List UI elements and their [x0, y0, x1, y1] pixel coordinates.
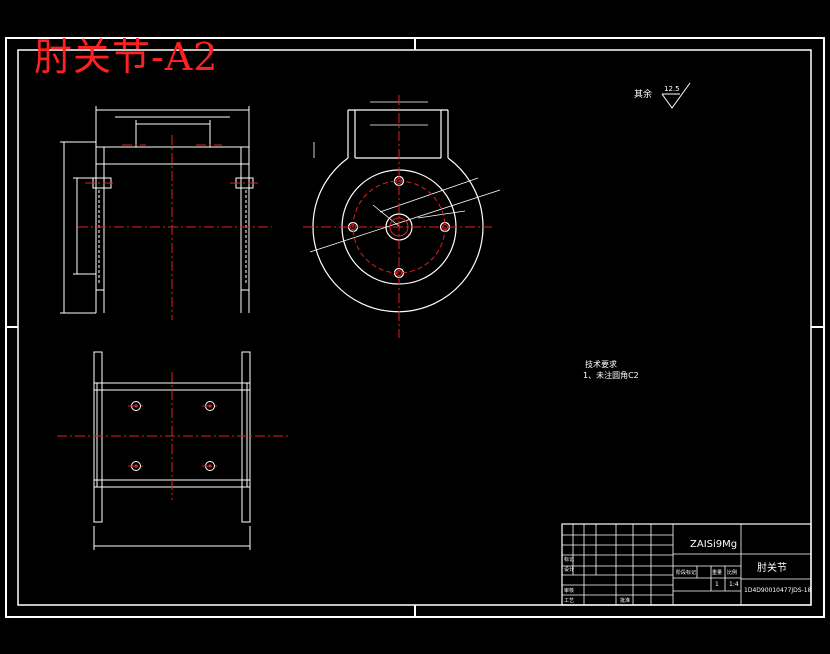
row-label-2: 设计	[564, 567, 575, 573]
roughness-symbol	[661, 82, 691, 109]
title-block-grid	[561, 523, 812, 606]
stage-header-3: 比例	[727, 570, 738, 576]
front-view	[60, 106, 254, 314]
tech-notes-heading: 技术要求	[585, 360, 617, 369]
stage-header-2: 重量	[712, 570, 723, 576]
top-view-hole-marks	[134, 404, 212, 468]
row-label-4: 工艺	[564, 598, 575, 604]
scale-value: 1:4	[729, 581, 739, 588]
part-name-label: 肘关节	[757, 563, 787, 574]
quantity-value: 1	[715, 581, 719, 588]
side-view-centerlines	[303, 95, 492, 338]
drawing-frame	[5, 37, 825, 618]
row-label-3: 审核	[564, 588, 575, 594]
roughness-label: 其余	[634, 90, 653, 100]
top-view-centerlines	[57, 372, 290, 500]
front-view-centerlines	[78, 135, 272, 320]
row-label-1: 标记	[564, 557, 575, 563]
tech-notes-item: 1、未注圆角C2	[583, 371, 639, 380]
drawing-title: 肘关节-A2	[34, 35, 219, 79]
material-label: ZAISi9Mg	[690, 539, 738, 550]
side-view	[309, 101, 501, 313]
approve-label: 批准	[620, 598, 631, 604]
roughness-value: 12.5	[664, 85, 680, 93]
drawing-number: 1D4D90010477JDS-18	[744, 587, 812, 594]
stage-header-1: 阶段标记	[676, 570, 697, 576]
